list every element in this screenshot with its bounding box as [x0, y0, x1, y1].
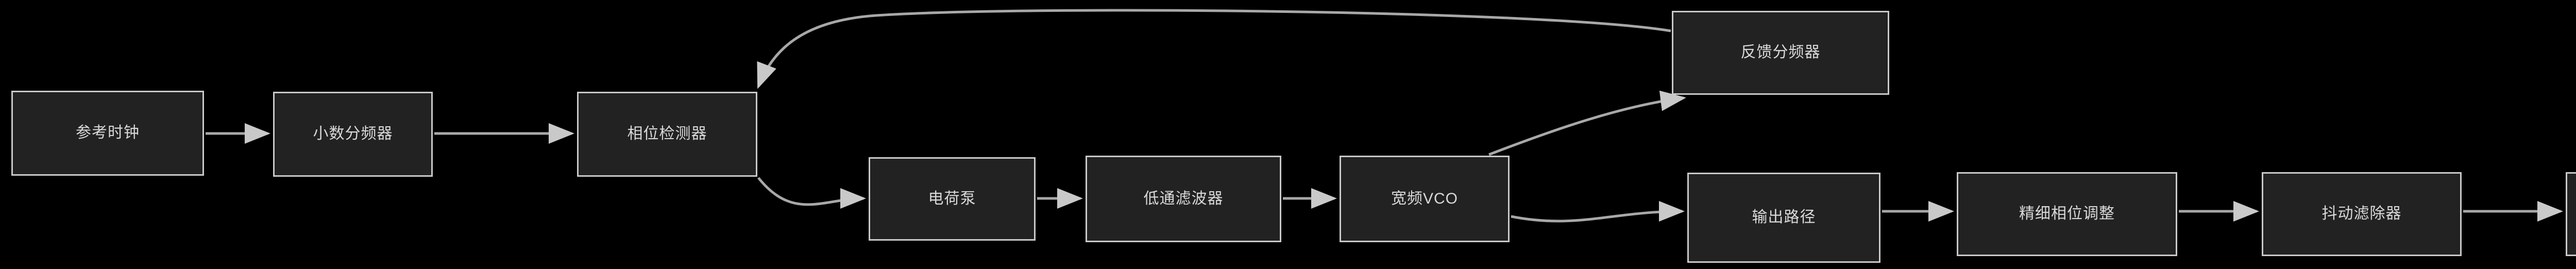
node-label: 小数分频器 [313, 125, 393, 143]
edge-vco-to-outpath [1511, 201, 1685, 223]
node-label: 电荷泵 [928, 190, 976, 207]
node-jitter-filter[interactable]: 抖动滤除器 [2262, 172, 2462, 256]
node-charge-pump[interactable]: 电荷泵 [869, 157, 1036, 241]
node-label: 宽频VCO [1391, 190, 1458, 207]
node-fine-phase-adjust[interactable]: 精细相位调整 [1957, 172, 2177, 256]
node-label: 相位检测器 [627, 125, 707, 143]
node-label: 抖动滤除器 [2321, 205, 2402, 223]
node-ref-clock[interactable]: 参考时钟 [11, 91, 204, 176]
node-output-path[interactable]: 输出路径 [1687, 173, 1880, 263]
node-label: 反馈分频器 [1740, 44, 1821, 61]
edge-phase-to-pump [757, 177, 866, 209]
node-lowpass-filter[interactable]: 低通滤波器 [1086, 156, 1281, 242]
node-label: 输出路径 [1752, 209, 1816, 226]
node-label: 低通滤波器 [1143, 190, 1224, 207]
node-label: 精细相位调整 [2019, 205, 2115, 223]
node-label: 参考时钟 [76, 124, 140, 142]
node-frac-divider[interactable]: 小数分频器 [273, 92, 433, 177]
node-phase-detector[interactable]: 相位检测器 [577, 92, 757, 177]
node-feedback-divider[interactable]: 反馈分频器 [1672, 11, 1889, 95]
node-output-clock[interactable]: 输出时钟 [2566, 172, 2576, 256]
node-wideband-vco[interactable]: 宽频VCO [1340, 156, 1510, 242]
edge-vco-to-feedback [1488, 90, 1686, 156]
edge-feedback-to-phase [757, 9, 1671, 89]
